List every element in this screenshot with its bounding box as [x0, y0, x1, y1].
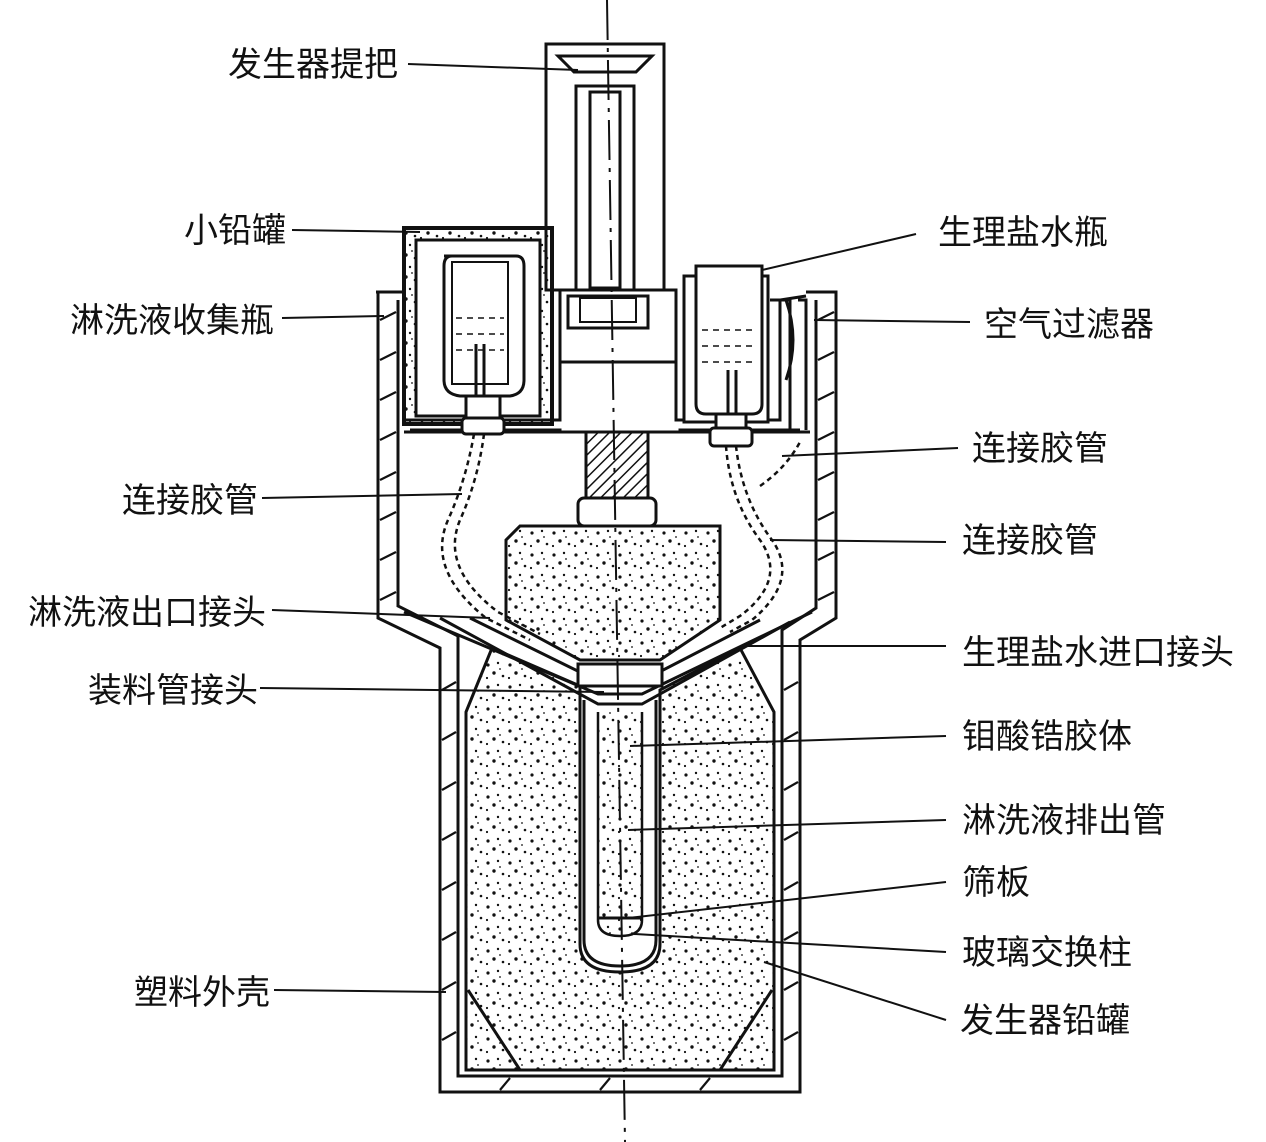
center-axis [606, 0, 626, 1142]
label-eluate-drain-tube: 淋洗液排出管 [962, 801, 1166, 841]
label-connecting-tube-right-2: 连接胶管 [962, 521, 1098, 561]
hatched-shaft [584, 430, 650, 500]
plastic-shell-hatch [379, 311, 835, 1091]
leader-lines [259, 63, 971, 1021]
label-eluate-outlet-connector: 淋洗液出口接头 [28, 593, 266, 633]
label-handle: 发生器提把 [228, 45, 398, 85]
label-glass-exchange-column: 玻璃交换柱 [962, 933, 1132, 973]
label-eluate-collection-bottle: 淋洗液收集瓶 [70, 301, 274, 341]
air-filter [770, 298, 808, 430]
generator-lead-can [464, 645, 776, 1072]
label-connecting-tube-right-1: 连接胶管 [972, 429, 1108, 469]
funnel-connectors [403, 610, 813, 706]
eluate-collection-bottle [442, 254, 526, 436]
label-generator-lead-can: 发生器铅罐 [960, 1001, 1130, 1041]
shaft-nut [576, 496, 658, 528]
glass-exchange-column [582, 700, 658, 968]
upper-lead-block [504, 524, 722, 662]
label-zirconium-molybdate-gel: 钼酸锆胶体 [962, 717, 1132, 757]
lead-can-inner-lines [466, 989, 774, 1071]
label-small-lead-can: 小铅罐 [184, 211, 286, 251]
generator-handle [544, 42, 666, 330]
label-plastic-shell: 塑料外壳 [134, 973, 270, 1013]
label-loading-tube-connector: 装料管接头 [88, 671, 258, 711]
label-connecting-tube-left: 连接胶管 [122, 481, 258, 521]
label-air-filter: 空气过滤器 [984, 305, 1154, 345]
label-sieve-plate: 筛板 [962, 863, 1030, 903]
label-saline-bottle: 生理盐水瓶 [938, 213, 1108, 253]
label-saline-inlet-connector: 生理盐水进口接头 [962, 633, 1234, 673]
saline-bottle [682, 264, 770, 448]
small-lead-can [402, 226, 554, 426]
